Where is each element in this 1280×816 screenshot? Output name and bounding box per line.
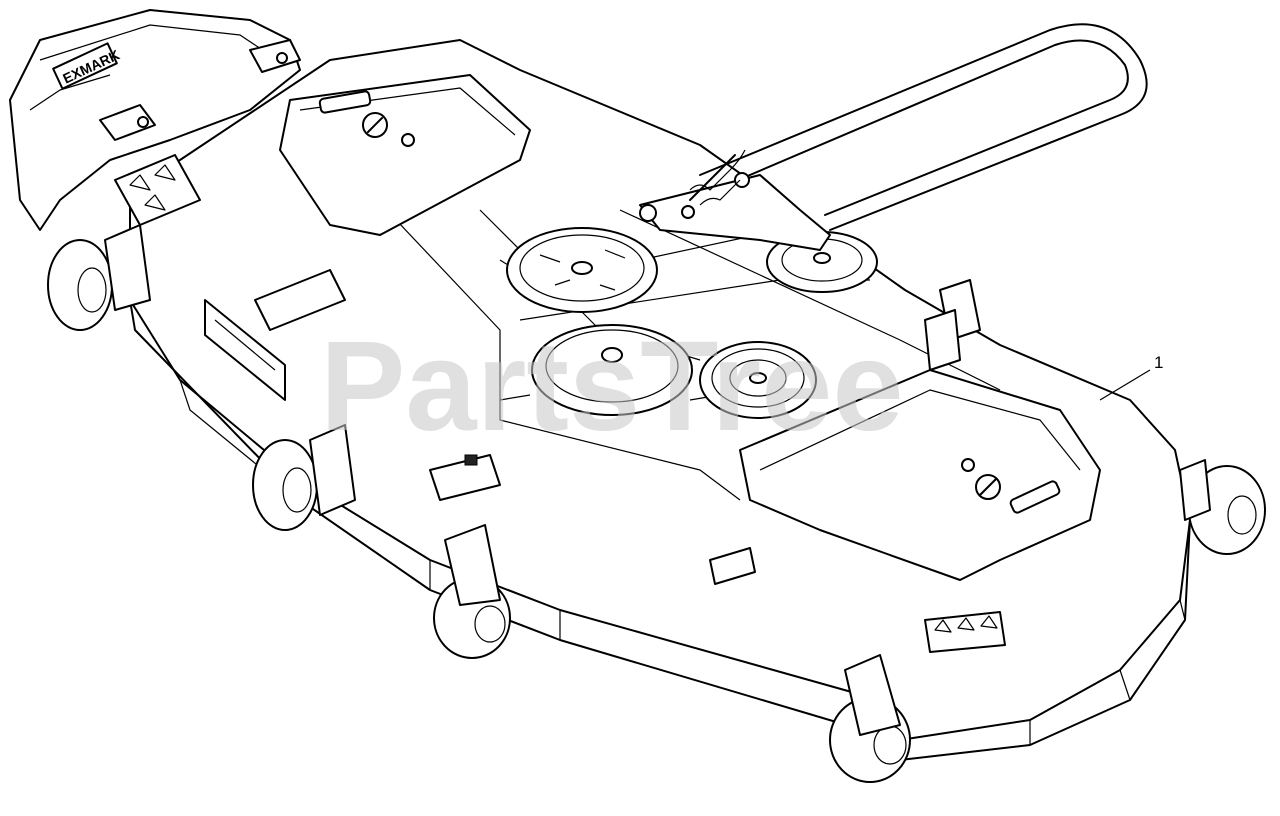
caster-wheel-front-center bbox=[829, 654, 911, 783]
decal-warning-rear bbox=[114, 154, 201, 226]
gauge-wheel-bracket-right bbox=[924, 279, 981, 371]
rear-housing: EXMARK bbox=[9, 9, 301, 231]
callout-label[interactable]: 1 bbox=[1154, 353, 1163, 372]
model-plate-side bbox=[204, 299, 286, 401]
belt-cover-rear bbox=[279, 74, 531, 236]
caster-wheel-mid-left bbox=[252, 424, 356, 531]
decal-warning-front bbox=[924, 611, 1006, 653]
caster-wheel-rear-left bbox=[47, 224, 151, 331]
idler-pulley bbox=[699, 341, 817, 419]
caster-wheel-front-right bbox=[1179, 459, 1266, 555]
callout-1[interactable]: 1 bbox=[1099, 353, 1163, 401]
spindle-pulley-left bbox=[506, 227, 658, 313]
caster-wheel-front-left bbox=[433, 524, 511, 659]
idler-arm-assembly bbox=[639, 149, 831, 251]
leader-line bbox=[1099, 369, 1151, 401]
anti-scalp-bracket-left bbox=[254, 269, 346, 331]
belt-cover-front bbox=[739, 369, 1101, 581]
watermark: PartsTree bbox=[320, 315, 904, 458]
decal-blade-side bbox=[709, 547, 756, 585]
decal-info-center bbox=[429, 454, 501, 501]
